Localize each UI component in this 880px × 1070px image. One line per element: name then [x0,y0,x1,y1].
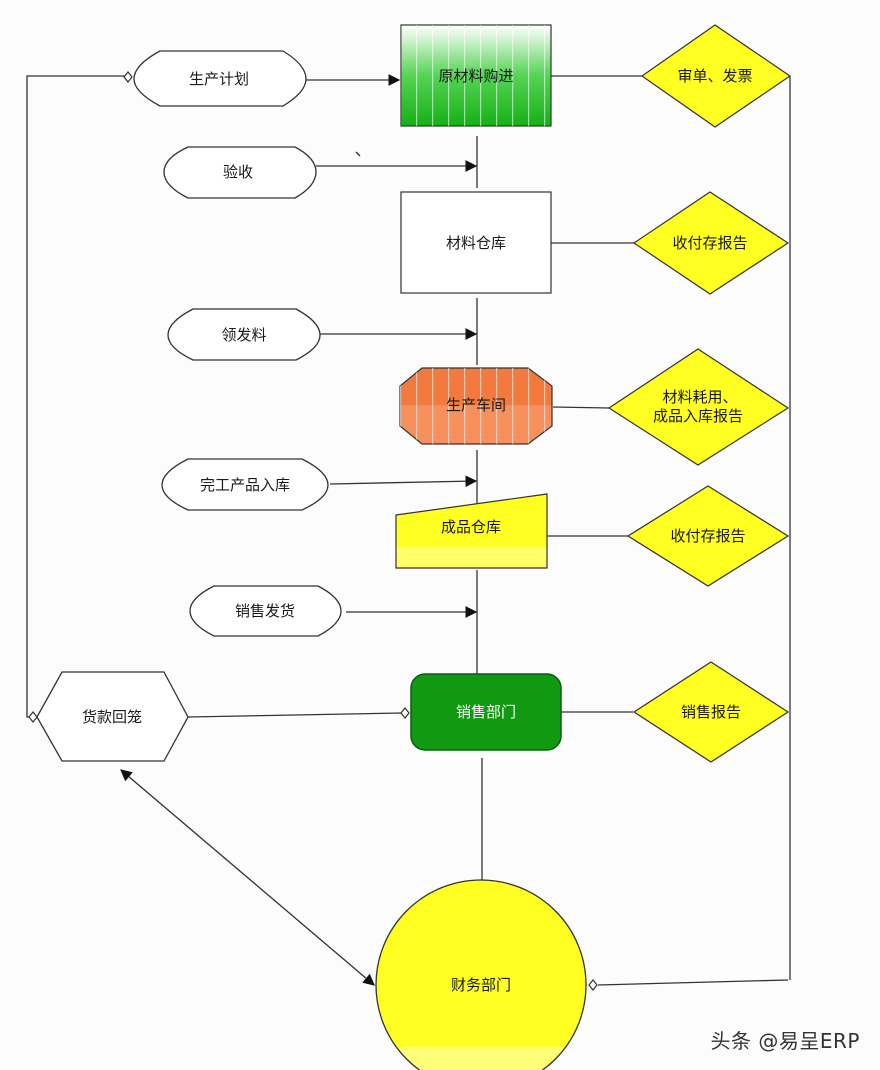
node-label: 原材料购进 [438,67,513,85]
line-workshop-report [552,406,610,409]
loop-line-left [26,75,126,718]
report-sales[interactable]: 销售报告 [632,661,790,763]
connector-knobs [28,71,598,991]
knob-icon [400,707,410,719]
watermark: 头条 @易呈ERP [710,1029,860,1053]
arrow-finished-in [329,475,478,488]
stray-tick [355,151,361,157]
node-label: 生产车间 [446,396,506,414]
node-label: 货款回笼 [82,708,142,726]
report-label-line2: 成品入库报告 [653,407,743,425]
node-label: 领发料 [221,326,266,344]
knob-icon [123,71,133,83]
node-label: 销售部门 [456,703,516,721]
node-material-warehouse[interactable]: 材料仓库 [400,191,552,294]
knob-icon [588,979,598,991]
node-label: 验收 [223,163,253,181]
node-label: 材料仓库 [446,234,506,252]
node-inspection[interactable]: 验收 [163,146,317,199]
node-label: 成品仓库 [441,518,501,536]
node-payment-collection[interactable]: 货款回笼 [36,671,189,762]
report-label-line1: 材料耗用、 [662,388,737,406]
node-material-issue[interactable]: 领发料 [167,308,321,361]
node-finished-goods-warehouse[interactable]: 成品仓库 [395,493,548,569]
node-sales-shipment[interactable]: 销售发货 [189,585,342,637]
node-finance-department[interactable]: 财务部门 [375,879,587,1070]
report-material-inventory[interactable]: 收付存报告 [632,191,790,295]
node-production-plan[interactable]: 生产计划 [133,50,307,107]
node-label: 生产计划 [189,70,249,88]
connectors [26,74,791,986]
node-finished-goods-in[interactable]: 完工产品入库 [161,458,329,511]
node-production-workshop[interactable]: 生产车间 [399,367,553,445]
node-label: 完工产品入库 [200,476,290,494]
report-finished-goods-inventory[interactable]: 收付存报告 [626,485,790,587]
report-label: 收付存报告 [670,527,745,545]
report-label: 销售报告 [681,703,741,721]
double-arrow-finance-payment [120,769,375,986]
report-invoice-check[interactable]: 审单、发票 [640,24,792,128]
node-label: 财务部门 [451,976,511,994]
line-payment-sales [187,712,403,718]
report-production[interactable]: 材料耗用、 成品入库报告 [607,348,790,466]
node-sales-department[interactable]: 销售部门 [410,673,562,751]
report-label: 收付存报告 [672,234,747,252]
line-finance-right [597,979,789,986]
node-raw-material-purchase[interactable]: 原材料购进 [400,24,552,127]
node-label: 销售发货 [235,602,295,620]
report-label: 审单、发票 [677,67,752,85]
knob-icon [28,711,38,723]
